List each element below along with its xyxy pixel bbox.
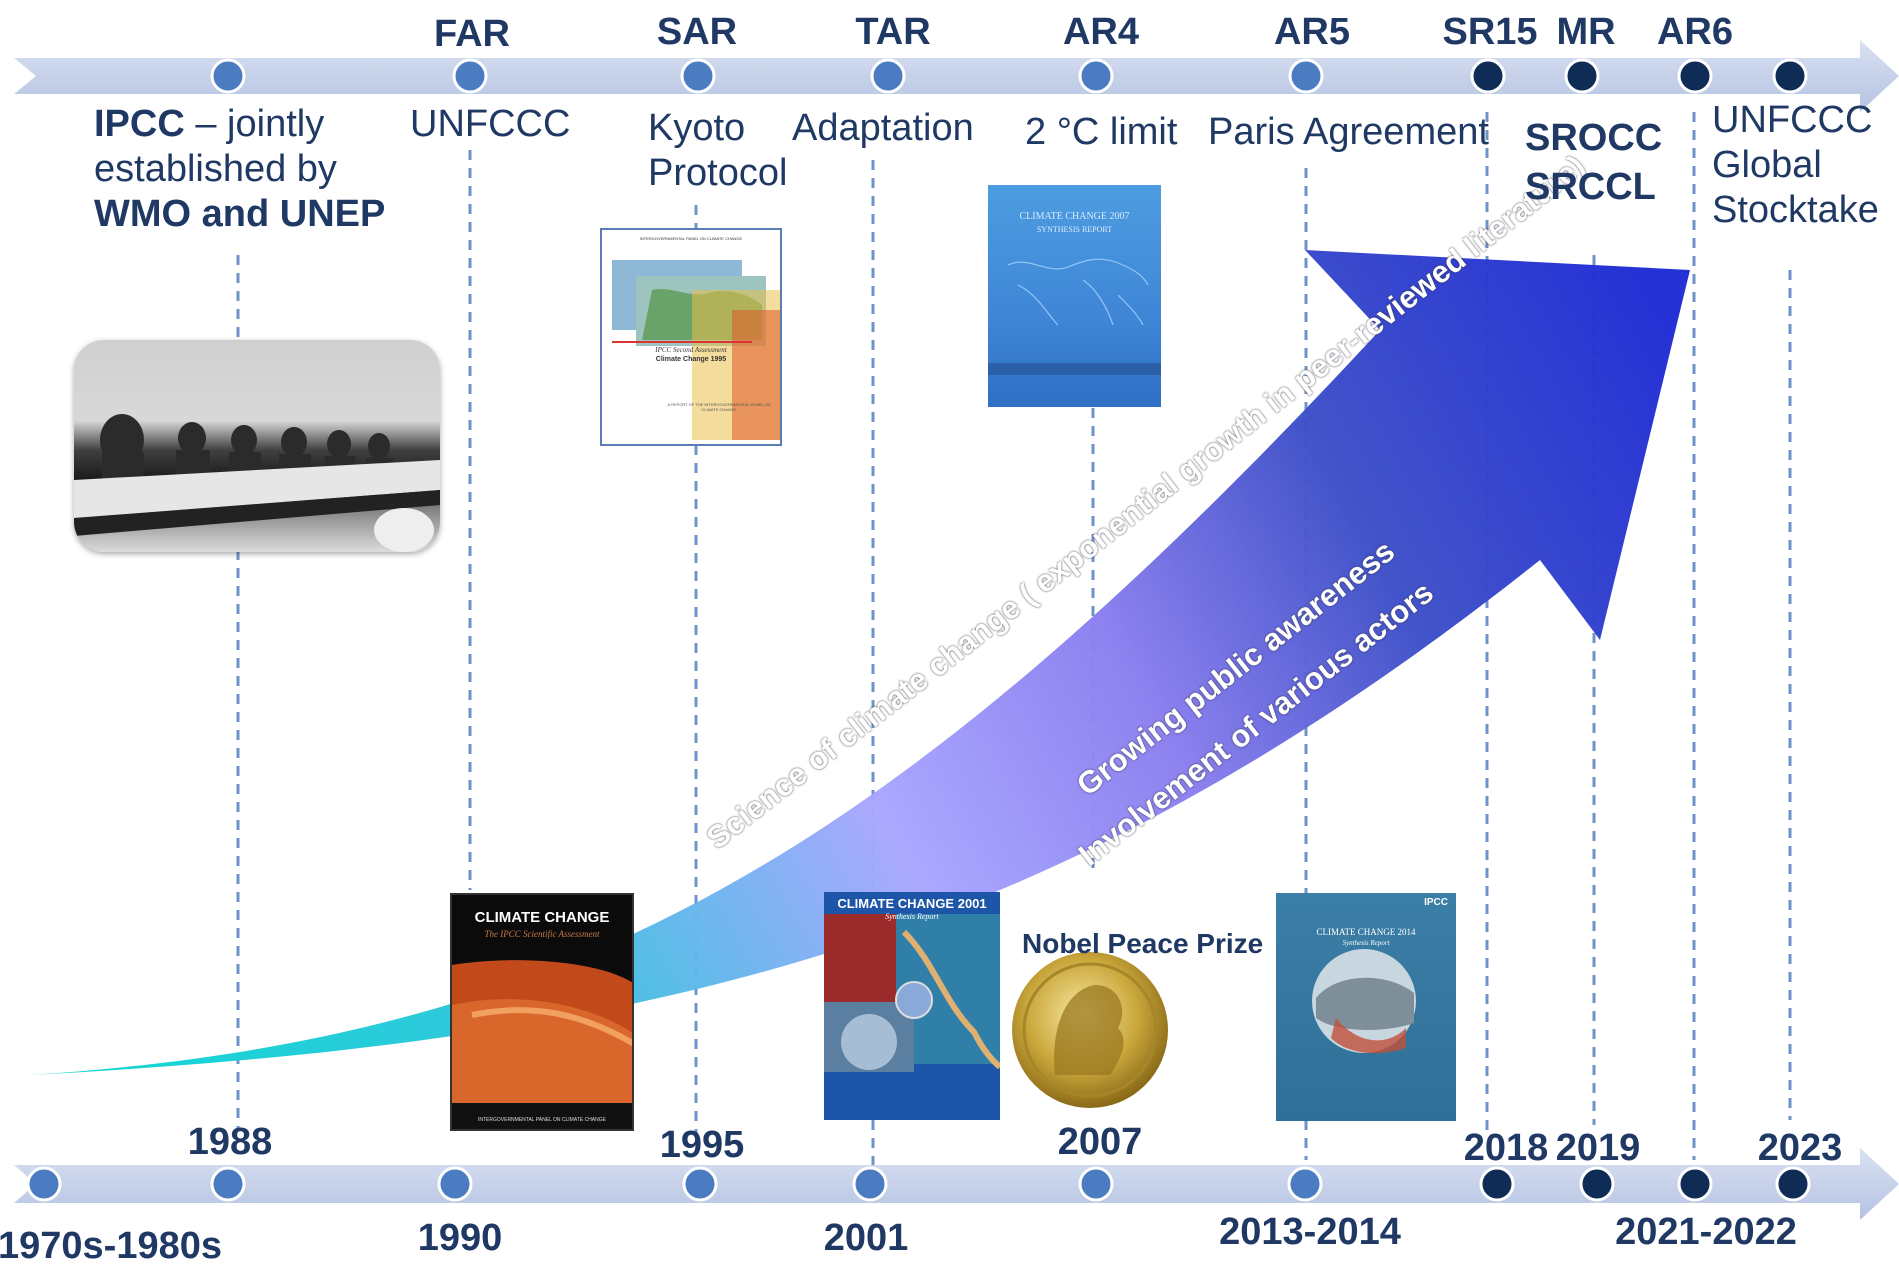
year-2013-2014: 2013-2014 <box>1219 1211 1401 1253</box>
ar5-cover-title: CLIMATE CHANGE 2014 <box>1316 927 1416 937</box>
ar4-report-cover: CLIMATE CHANGE 2007 SYNTHESIS REPORT <box>988 185 1161 407</box>
kyoto-protocol-label: Kyoto Protocol <box>648 106 787 196</box>
far-cover-footer: INTERGOVERNMENTAL PANEL ON CLIMATE CHANG… <box>478 1117 606 1123</box>
adaptation-label: Adaptation <box>792 107 974 149</box>
year-2019: 2019 <box>1555 1127 1641 1169</box>
special-reports-label: SROCC SRCCL <box>1525 114 1662 211</box>
stocktake-line1: UNFCCC <box>1712 99 1873 141</box>
ipcc-founding-meeting-photo <box>74 340 440 552</box>
sar-cover-header: INTERGOVERNMENTAL PANEL ON CLIMATE CHANG… <box>639 236 743 241</box>
year-2023: 2023 <box>1757 1127 1843 1169</box>
stocktake-line2: Global <box>1712 143 1822 186</box>
ipcc-established-by: established by <box>94 147 337 190</box>
year-1995: 1995 <box>659 1124 745 1166</box>
year-1988: 1988 <box>187 1121 273 1163</box>
srccl-label: SRCCL <box>1525 165 1656 208</box>
year-2007: 2007 <box>1057 1121 1143 1163</box>
year-1970s-1980s: 1970s-1980s <box>0 1225 222 1267</box>
ipcc-acronym: IPCC <box>94 103 185 145</box>
report-label-far: FAR <box>434 13 510 55</box>
unfccc-label: UNFCCC <box>410 103 571 145</box>
sar-cover-title: IPCC Second Assessment <box>655 346 727 354</box>
report-label-tar: TAR <box>855 11 931 53</box>
far-report-cover: CLIMATE CHANGE The IPCC Scientific Asses… <box>450 893 634 1131</box>
far-cover-title: CLIMATE CHANGE <box>474 909 610 926</box>
report-label-ar6: AR6 <box>1656 11 1734 53</box>
sar-cover-subtitle: Climate Change 1995 <box>655 356 727 363</box>
kyoto-line1: Kyoto <box>648 107 746 149</box>
ar4-cover-subtitle: SYNTHESIS REPORT <box>1036 225 1113 234</box>
sar-cover-footer: A REPORT OF THE INTERGOVERNMENTAL PANEL … <box>667 402 771 412</box>
stocktake-line3: Stocktake <box>1712 188 1879 231</box>
top-timeline-bar <box>14 40 1899 112</box>
ipcc-jointly: – jointly <box>184 103 325 145</box>
report-label-sar: SAR <box>656 11 738 53</box>
year-2018: 2018 <box>1463 1127 1549 1169</box>
tar-cover-subtitle: Synthesis Report <box>885 912 939 921</box>
ar4-cover-title: CLIMATE CHANGE 2007 <box>1019 211 1130 222</box>
growth-arrow <box>30 250 1690 1075</box>
year-2021-2022: 2021-2022 <box>1615 1211 1797 1253</box>
bottom-dots <box>26 1166 1811 1202</box>
far-cover-subtitle: The IPCC Scientific Assessment <box>484 929 600 939</box>
ar5-report-cover: IPCC CLIMATE CHANGE 2014 Synthesis Repor… <box>1276 893 1456 1121</box>
nobel-prize-label: Nobel Peace Prize <box>1022 928 1264 959</box>
bottom-timeline-bar <box>14 1148 1899 1220</box>
srocc-label: SROCC <box>1525 117 1663 159</box>
top-dots <box>210 58 1808 94</box>
report-label-mr: MR <box>1556 11 1616 53</box>
sar-report-cover: INTERGOVERNMENTAL PANEL ON CLIMATE CHANG… <box>600 228 782 446</box>
year-1990: 1990 <box>417 1217 503 1259</box>
ar5-cover-brand: IPCC <box>1424 897 1448 908</box>
tar-cover-title: CLIMATE CHANGE 2001 <box>837 896 987 911</box>
global-stocktake-label: UNFCCC Global Stocktake <box>1712 98 1879 232</box>
ipcc-established-label: IPCC – jointly established by WMO and UN… <box>94 102 385 236</box>
tar-report-cover: CLIMATE CHANGE 2001 Synthesis Report <box>824 892 1000 1120</box>
report-label-ar4: AR4 <box>1062 11 1140 53</box>
nobel-medal-icon <box>1012 952 1168 1108</box>
kyoto-line2: Protocol <box>648 151 788 194</box>
paris-agreement-label: Paris Agreement <box>1208 111 1489 153</box>
report-label-sr15: SR15 <box>1442 11 1538 53</box>
two-degree-limit-label: 2 °C limit <box>1025 111 1178 153</box>
ar5-cover-subtitle: Synthesis Report <box>1342 939 1390 947</box>
year-2001: 2001 <box>823 1217 909 1259</box>
report-label-ar5: AR5 <box>1273 11 1351 53</box>
ipcc-wmo-unep: WMO and UNEP <box>94 192 386 235</box>
